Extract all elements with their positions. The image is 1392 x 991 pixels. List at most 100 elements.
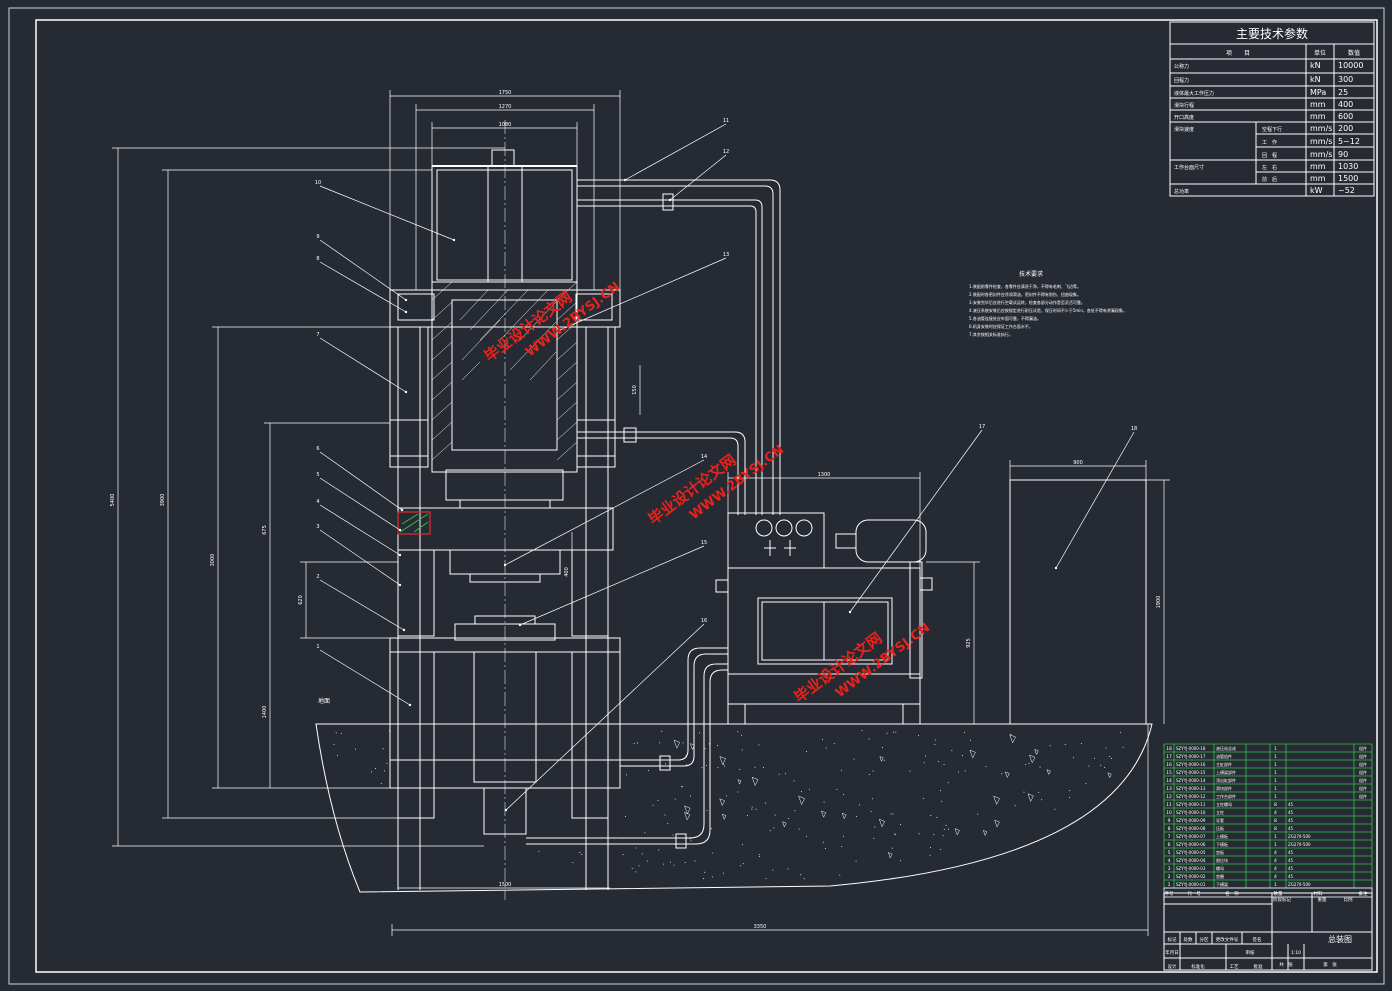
bom-mat: ZG270-500 (1288, 882, 1311, 887)
ground-aggregate (1107, 772, 1112, 779)
tech-row-sub: 回 程 (1262, 152, 1277, 159)
ground-dot (723, 763, 725, 765)
ground-dot (711, 852, 713, 854)
tech-note-line: 2.装配时各密封件应涂润滑油，密封件不得有划伤、扭曲现象。 (969, 291, 1081, 297)
bom-no: 17 (1166, 754, 1172, 760)
bom-code: SZYYJ-0000-07 (1176, 834, 1206, 839)
ground-dot (936, 816, 938, 818)
ground-dot (894, 833, 896, 835)
ground-dot (930, 846, 932, 848)
bom-qty: 1 (1274, 746, 1277, 752)
title-block (1163, 892, 1373, 971)
ground-dot (741, 749, 743, 751)
ground-dot (787, 818, 789, 820)
ground-dot (751, 808, 753, 810)
bom-no: 18 (1166, 746, 1172, 752)
dim-gap: 400 (564, 567, 570, 577)
tech-row-value: 90 (1338, 150, 1348, 159)
title-block-label: 比例 (1344, 896, 1353, 903)
ground-dot (755, 808, 757, 810)
bom-name: 下横梁 (1216, 881, 1228, 887)
ground-dot (842, 793, 844, 795)
tech-row-value: 1030 (1338, 162, 1358, 171)
ground-dot (672, 834, 674, 836)
ground-dot (739, 768, 741, 770)
bom-code: SZYYJ-0000-09 (1176, 818, 1206, 823)
tech-parameter-table (1169, 21, 1375, 197)
part-number-balloon: 1 (316, 644, 319, 650)
ground-dot (958, 771, 960, 773)
bom-no: 11 (1166, 802, 1172, 808)
part-number-balloon: 15 (701, 540, 707, 546)
bom-mat: 45 (1288, 850, 1294, 855)
ground-dot (841, 845, 843, 847)
ground-dot (922, 797, 924, 799)
ground-dot (386, 762, 388, 764)
part-number-balloon: 2 (316, 574, 319, 580)
ground-aggregate (719, 755, 726, 766)
ground-dot (895, 834, 897, 836)
ground-aggregate (820, 810, 827, 818)
ground-dot (930, 815, 932, 817)
tech-row-value: 300 (1338, 75, 1353, 84)
ground-dot (824, 848, 826, 850)
ground-dot (681, 786, 683, 788)
title-block-label: 签名 (1253, 936, 1262, 943)
electrical-cabinet (1009, 479, 1147, 725)
bom-no: 10 (1166, 810, 1172, 816)
bom-no: 9 (1168, 818, 1171, 824)
ground-dot (765, 877, 767, 879)
ground-dot (873, 837, 875, 839)
highlighted-part (397, 511, 431, 535)
ground-dot (701, 767, 703, 769)
ground-dot (650, 843, 652, 845)
ground-dot (1105, 747, 1107, 749)
tech-row-value: 600 (1338, 112, 1353, 121)
tech-row-unit: mm (1310, 162, 1326, 171)
ground-dot (855, 860, 857, 862)
ground-dot (644, 832, 646, 834)
ground-dot (624, 816, 626, 818)
ground-dot (708, 743, 710, 745)
ground-dot (872, 770, 874, 772)
bom-no: 7 (1168, 834, 1171, 840)
ground-dot (900, 823, 902, 825)
dim-top-inner: 1270 (499, 104, 512, 110)
bom-qty: 1 (1274, 762, 1277, 768)
leader-line (849, 429, 983, 613)
tech-row-value: 25 (1338, 88, 1348, 97)
ground-dot (794, 810, 796, 812)
bom-no: 1 (1168, 882, 1171, 888)
ground-dot (943, 828, 945, 830)
dim-overall-height: 5400 (110, 494, 116, 507)
leader-line (319, 504, 401, 556)
ground-aggregate (841, 812, 847, 820)
ground-dot (374, 768, 376, 770)
ground-aggregate (721, 813, 727, 820)
ground-dot (856, 815, 858, 817)
tech-note-line: 6.机身安装时应保证工作台面水平。 (969, 323, 1033, 329)
tech-row-unit: kN (1310, 61, 1321, 70)
ground-dot (652, 804, 654, 806)
leader-line (319, 337, 407, 393)
bom-mat: 45 (1288, 826, 1294, 831)
dimension-lines (112, 90, 1170, 936)
tech-note-line: 4.液压系统安装后应按规定进行耐压试验，保压时间不少于5min，各处不得有渗漏现… (969, 307, 1127, 313)
ground-dot (941, 800, 943, 802)
ground-dot (934, 743, 936, 745)
ground-dot (900, 860, 902, 862)
tech-row-unit: MPa (1310, 88, 1326, 97)
ground-aggregate (879, 756, 884, 763)
drawing-name: 总装图 (1328, 934, 1352, 944)
ground-aggregate (798, 795, 805, 806)
leader-dot (404, 298, 408, 302)
bom-no: 16 (1166, 762, 1172, 768)
bom-name: 滑块部件 (1216, 785, 1232, 791)
ground-dot (762, 766, 764, 768)
ground-dot (1111, 757, 1113, 759)
ground-dot (741, 734, 743, 736)
bom-code: SZYYJ-0000-18 (1176, 746, 1206, 751)
ground-dot (951, 749, 953, 751)
ground-dot (1069, 790, 1071, 792)
ground-dot (895, 731, 897, 733)
